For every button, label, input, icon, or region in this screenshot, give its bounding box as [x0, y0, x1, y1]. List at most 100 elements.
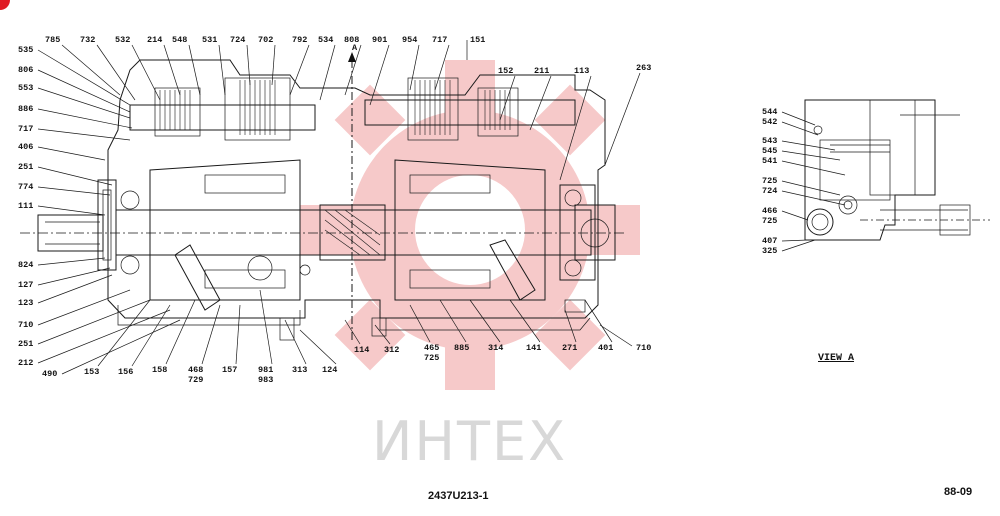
leader-line — [781, 140, 836, 151]
part-label: 774 — [18, 182, 33, 192]
part-label: 141 — [526, 343, 541, 353]
leader-line — [163, 44, 181, 96]
part-label: 251 — [18, 339, 33, 349]
leader-line — [781, 160, 846, 176]
leader-line — [344, 44, 362, 96]
part-label: 212 — [18, 358, 33, 368]
leader-line — [246, 44, 251, 86]
leader-line — [259, 289, 273, 365]
leader-line — [165, 299, 196, 365]
section-marker: A — [352, 43, 358, 53]
part-label: 314 — [488, 343, 503, 353]
part-label: 534 — [318, 35, 333, 45]
leader-line — [409, 44, 420, 91]
leader-line — [564, 309, 577, 343]
leader-line — [271, 44, 276, 86]
part-label: 717 — [432, 35, 447, 45]
leader-line — [37, 108, 133, 129]
part-label: 123 — [18, 298, 33, 308]
part-labels-bottom: 153 156 158 468 729 157 981 983 313 124 … — [84, 343, 651, 385]
watermark-text: ИНТЕХ — [372, 410, 568, 473]
part-label: 983 — [258, 375, 273, 385]
leader-line — [284, 319, 307, 365]
leader-line — [344, 319, 361, 345]
leader-line — [374, 324, 391, 345]
leader-line — [559, 75, 592, 181]
page-number: 88-09 — [944, 486, 973, 498]
part-label: 152 — [498, 66, 513, 76]
part-label: 263 — [636, 63, 651, 73]
leader-line — [319, 44, 336, 101]
leader-line — [37, 49, 131, 106]
part-label: 808 — [344, 35, 359, 45]
leader-line — [781, 111, 816, 126]
leader-line — [369, 44, 390, 106]
part-label: 545 — [762, 146, 777, 156]
part-label: 542 — [762, 117, 777, 127]
part-label: 153 — [84, 367, 99, 377]
leader-line — [604, 72, 641, 166]
part-label: 490 — [42, 369, 57, 379]
part-label: 792 — [292, 35, 307, 45]
part-label: 158 — [152, 365, 167, 375]
view-a-detail — [804, 99, 990, 241]
part-label: 325 — [762, 246, 777, 256]
leader-line — [289, 44, 310, 96]
part-label: 548 — [172, 35, 187, 45]
part-label: 729 — [188, 375, 203, 385]
view-a-labels: 544 542 543 545 541 725 724 466 725 407 … — [762, 107, 854, 364]
part-label: 157 — [222, 365, 237, 375]
part-label: 544 — [762, 107, 777, 117]
leader-line — [37, 299, 151, 345]
part-label: 313 — [292, 365, 307, 375]
leader-line — [37, 257, 106, 266]
part-labels-top-right: 152 211 113 263 — [498, 63, 651, 76]
leader-line — [188, 44, 201, 96]
leader-line — [37, 166, 113, 186]
part-label: 468 — [188, 365, 203, 375]
leader-line — [201, 304, 221, 365]
part-label: 407 — [762, 236, 777, 246]
leader-line — [781, 239, 816, 252]
part-label: 466 — [762, 206, 777, 216]
part-label: 465 — [424, 343, 439, 353]
leader-line — [469, 299, 501, 343]
part-label: 111 — [18, 201, 33, 211]
part-label: 312 — [384, 345, 399, 355]
leader-line — [97, 299, 151, 367]
leader-lines — [37, 40, 846, 375]
part-label: 156 — [118, 367, 133, 377]
part-label: 724 — [230, 35, 245, 45]
part-label: 401 — [598, 343, 613, 353]
leader-line — [781, 121, 819, 136]
watermark-gear-icon — [300, 60, 640, 390]
part-label: 725 — [424, 353, 439, 363]
part-label: 725 — [762, 216, 777, 226]
leader-line — [61, 44, 121, 96]
part-label: 981 — [258, 365, 273, 375]
leader-line — [781, 210, 809, 221]
part-label: 785 — [45, 35, 60, 45]
part-label: 806 — [18, 65, 33, 75]
part-label: 954 — [402, 35, 417, 45]
part-label: 725 — [762, 176, 777, 186]
main-pump-housing — [20, 52, 625, 341]
leader-line — [509, 299, 541, 343]
part-labels-left: 535 806 553 886 717 406 251 774 111 824 … — [18, 45, 57, 379]
leader-line — [131, 44, 161, 101]
part-label: 114 — [354, 345, 369, 355]
leader-line — [781, 150, 841, 161]
leader-line — [499, 75, 516, 121]
part-label: 824 — [18, 260, 33, 270]
part-label: 151 — [470, 35, 485, 45]
leader-line — [235, 304, 241, 365]
leader-line — [37, 205, 106, 216]
part-label: 124 — [322, 365, 337, 375]
part-label: 271 — [562, 343, 577, 353]
part-label: 406 — [18, 142, 33, 152]
part-label: 532 — [115, 35, 130, 45]
part-label: 717 — [18, 124, 33, 134]
leader-line — [434, 44, 450, 91]
leader-line — [61, 319, 181, 375]
